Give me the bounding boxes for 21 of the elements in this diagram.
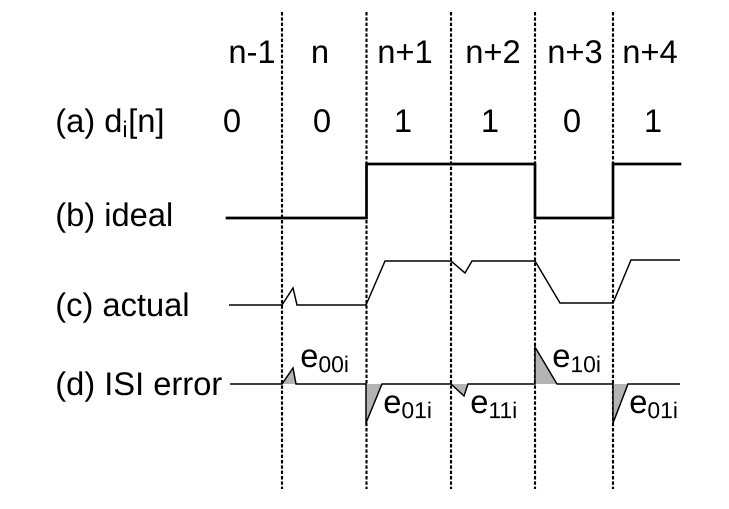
bit-value: 0: [224, 109, 240, 132]
error-label: e$_{00i}$: [302, 349, 348, 372]
row-label: (c) actual: [57, 292, 188, 323]
error-label: e$_{01i}$: [630, 395, 676, 418]
column-label: n+4: [624, 40, 677, 63]
column-label: n+3: [549, 40, 602, 64]
column-label: n+1: [379, 40, 432, 63]
bit-value: 1: [483, 110, 498, 132]
bit-value: 0: [314, 109, 330, 132]
row-label: (d) ISI error: [57, 371, 222, 402]
row-label: (a) d$_{i}$[n]: [57, 108, 162, 139]
column-label: n: [313, 45, 327, 63]
bit-value: 1: [646, 110, 660, 132]
row-label: (b) ideal: [57, 202, 172, 233]
error-label: e$_{01i}$: [384, 395, 430, 418]
error-label: e$_{10i}$: [554, 349, 600, 372]
bit-value: 1: [396, 110, 410, 132]
error-label: e$_{11i}$: [472, 395, 516, 418]
column-label: n-1: [230, 40, 274, 63]
column-label: n+2: [467, 40, 520, 63]
bit-value: 0: [564, 109, 580, 132]
